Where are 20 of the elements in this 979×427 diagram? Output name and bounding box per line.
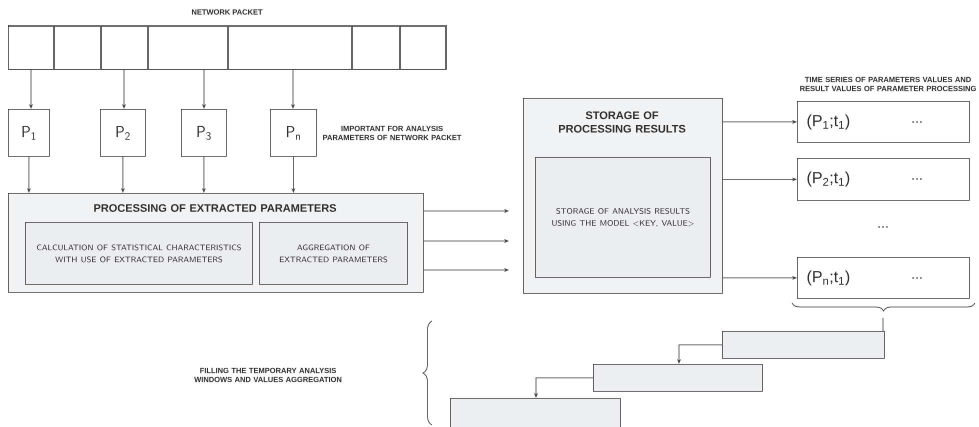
window-bar bbox=[722, 330, 885, 359]
window-bar bbox=[450, 398, 621, 427]
parameter-box: P$_{3}$ bbox=[181, 109, 227, 157]
series-box: (P$_{1}$;t$_{1}$) ... bbox=[797, 101, 970, 143]
series-box: (P$_{n}$;t$_{1}$) ... bbox=[797, 256, 970, 299]
process-box: CALCULATION OF STATISTICAL CHARACTERISTICS WITH USE OF EXTRACTED PARAMETERS bbox=[25, 222, 253, 285]
packet-field bbox=[148, 26, 228, 70]
ellipsis: ... bbox=[878, 226, 888, 228]
storage-box: STORAGE OF ANALYSIS RESULTS USING THE MODEL <KEY, VALUE> bbox=[535, 156, 711, 278]
window-bar bbox=[593, 364, 763, 392]
parameter-box: P$_{1}$ bbox=[8, 109, 50, 157]
process-box: AGGREGATION OF EXTRACTED PARAMETERS bbox=[259, 222, 408, 285]
parameter-box: P$_{n}$ bbox=[270, 109, 317, 157]
packet-field bbox=[54, 26, 101, 70]
packet-field bbox=[352, 26, 400, 70]
packet-field bbox=[8, 26, 54, 70]
series-box: (P$_{2}$;t$_{1}$) ... bbox=[797, 158, 970, 201]
packet-field bbox=[101, 26, 148, 70]
parameter-box: P$_{2}$ bbox=[100, 109, 146, 157]
packet-field bbox=[400, 26, 446, 70]
